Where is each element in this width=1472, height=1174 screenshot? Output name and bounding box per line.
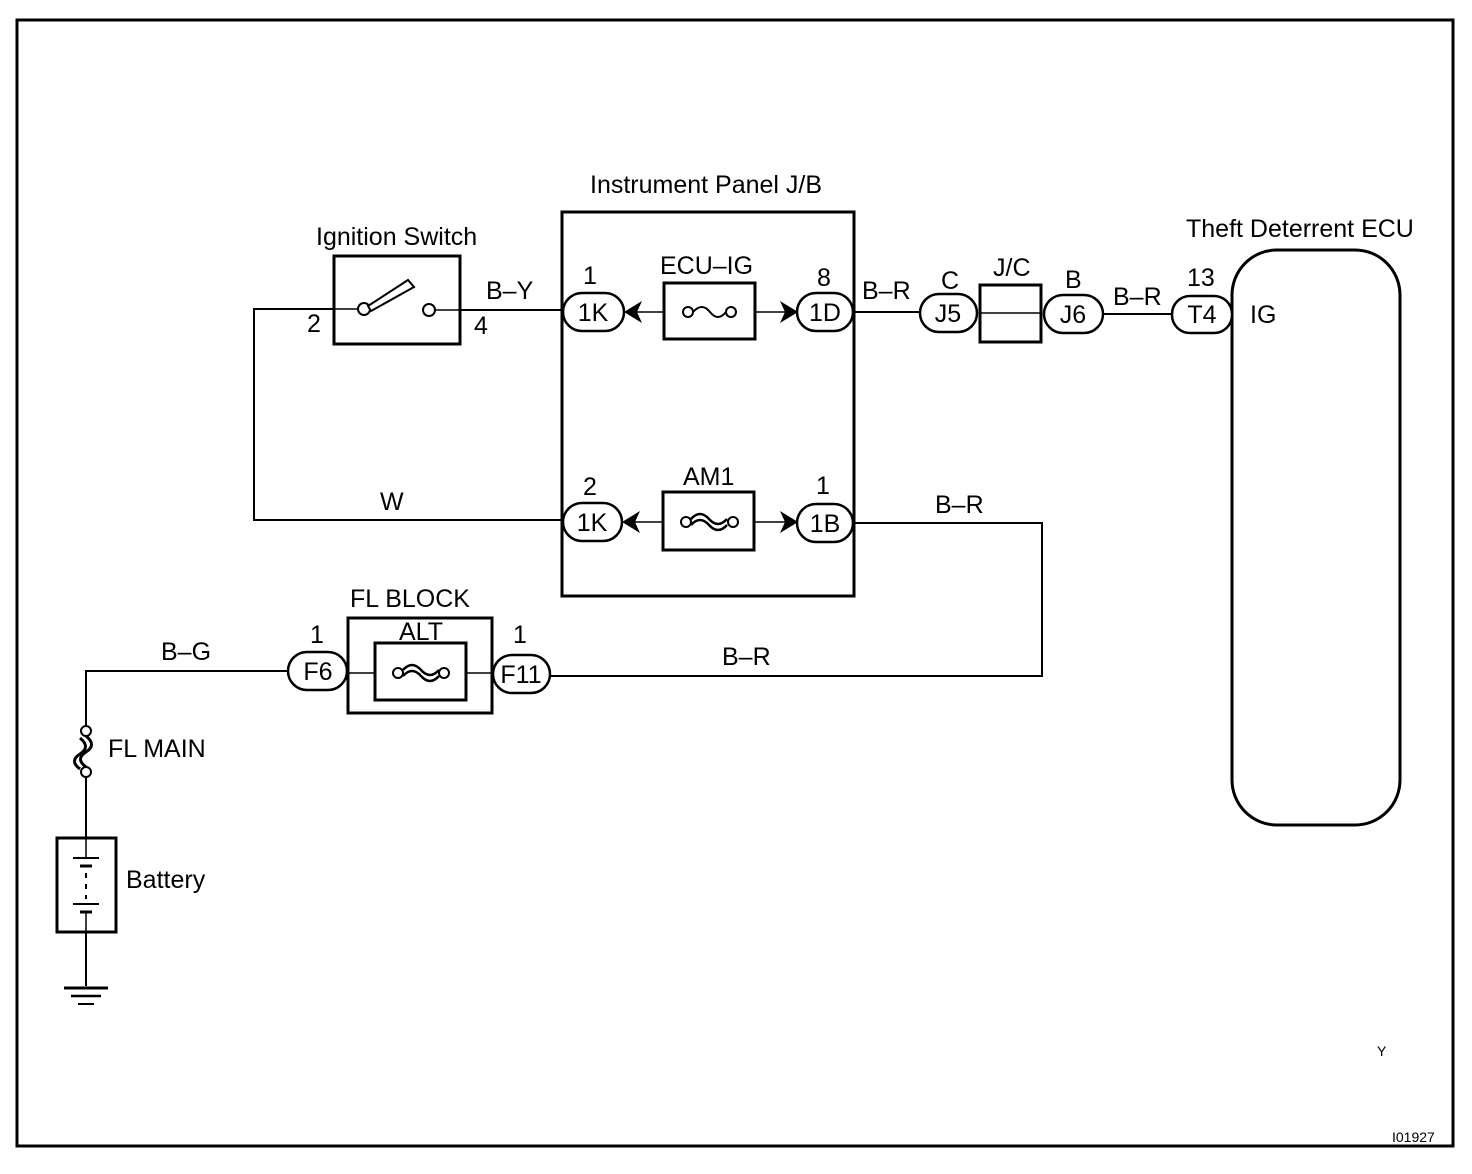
pin-j5: C	[941, 267, 959, 295]
fl-block-label: FL BLOCK	[350, 585, 470, 613]
wire-label-b-y: B–Y	[486, 277, 534, 305]
fl-main-fuse	[73, 725, 93, 778]
connector-f11-label: F11	[500, 661, 541, 689]
wire-label-b-r-3: B–R	[935, 491, 984, 519]
diagram-frame	[15, 18, 1455, 1148]
pin-f6: 1	[310, 621, 324, 649]
wire-label-b-r-4: B–R	[722, 643, 771, 671]
pin-1k-top: 1	[583, 262, 597, 290]
instrument-panel-jb-label: Instrument Panel J/B	[590, 171, 822, 199]
wire-label-b-r-2: B–R	[1113, 283, 1162, 311]
pin-1d: 8	[817, 264, 831, 292]
connector-j5-label: J5	[935, 300, 961, 328]
connector-1k-bottom-label: 1K	[577, 509, 608, 537]
footer-mark: Y	[1377, 1043, 1387, 1059]
wire-label-b-g: B–G	[161, 638, 211, 666]
pin-j6: B	[1065, 266, 1082, 294]
arrow-left-top	[624, 301, 642, 323]
wires	[85, 308, 1234, 986]
wire-b-r-1b-f11	[550, 522, 1043, 677]
connector-f6: F6	[286, 650, 349, 692]
diagram-code: I01927	[1392, 1129, 1435, 1145]
ecu-ig-fuse	[624, 281, 800, 341]
connector-f6-label: F6	[303, 658, 332, 686]
connector-t4-label: T4	[1187, 301, 1216, 329]
pin-ign-4: 4	[474, 312, 488, 340]
am1-fuse-label: AM1	[683, 463, 734, 491]
pin-t4: 13	[1187, 264, 1215, 292]
alt-fuse	[348, 641, 492, 702]
wire-label-w: W	[380, 488, 404, 516]
pin-1b: 1	[816, 472, 830, 500]
am1-fuse	[622, 490, 800, 552]
pin-f11: 1	[513, 621, 527, 649]
jc-label: J/C	[993, 254, 1031, 282]
ecu-ig-fuse-label: ECU–IG	[660, 252, 753, 280]
ignition-switch-label: Ignition Switch	[316, 223, 477, 251]
connector-1k-bottom: 1K	[561, 501, 624, 543]
connector-1b-label: 1B	[810, 510, 841, 538]
wire-label-b-r-1: B–R	[862, 277, 911, 305]
ignition-switch-body	[332, 254, 462, 346]
connector-1k-top-label: 1K	[578, 299, 609, 327]
arrow-left-bottom	[622, 511, 640, 533]
pin-ign-2: 2	[307, 310, 321, 338]
connector-j6: J6	[1042, 293, 1105, 335]
ecu-ig-terminal-label: IG	[1250, 301, 1276, 329]
connector-1b: 1B	[795, 502, 855, 544]
connector-1d: 1D	[795, 291, 855, 333]
connector-t4: T4	[1170, 294, 1234, 335]
theft-deterrent-ecu-body	[1230, 248, 1402, 827]
junction-connector	[978, 283, 1043, 344]
battery	[55, 836, 118, 934]
pin-1k-bottom: 2	[583, 473, 597, 501]
connector-1k-top: 1K	[561, 291, 626, 333]
alt-fuse-label: ALT	[399, 618, 443, 646]
ground-symbol	[64, 986, 108, 1005]
ignition-switch	[332, 254, 462, 346]
connector-f11: F11	[491, 653, 552, 695]
wire-w	[253, 308, 563, 521]
connector-j6-label: J6	[1060, 301, 1086, 329]
connector-1d-label: 1D	[809, 299, 841, 327]
wire-b-g	[85, 670, 288, 726]
battery-label: Battery	[126, 866, 206, 894]
theft-deterrent-ecu-label: Theft Deterrent ECU	[1186, 215, 1414, 243]
connector-j5: J5	[918, 292, 979, 334]
switch-lever	[366, 278, 416, 313]
fl-main-label: FL MAIN	[108, 735, 206, 763]
arrow-right-top	[780, 301, 798, 323]
arrow-right-bottom	[780, 511, 798, 533]
